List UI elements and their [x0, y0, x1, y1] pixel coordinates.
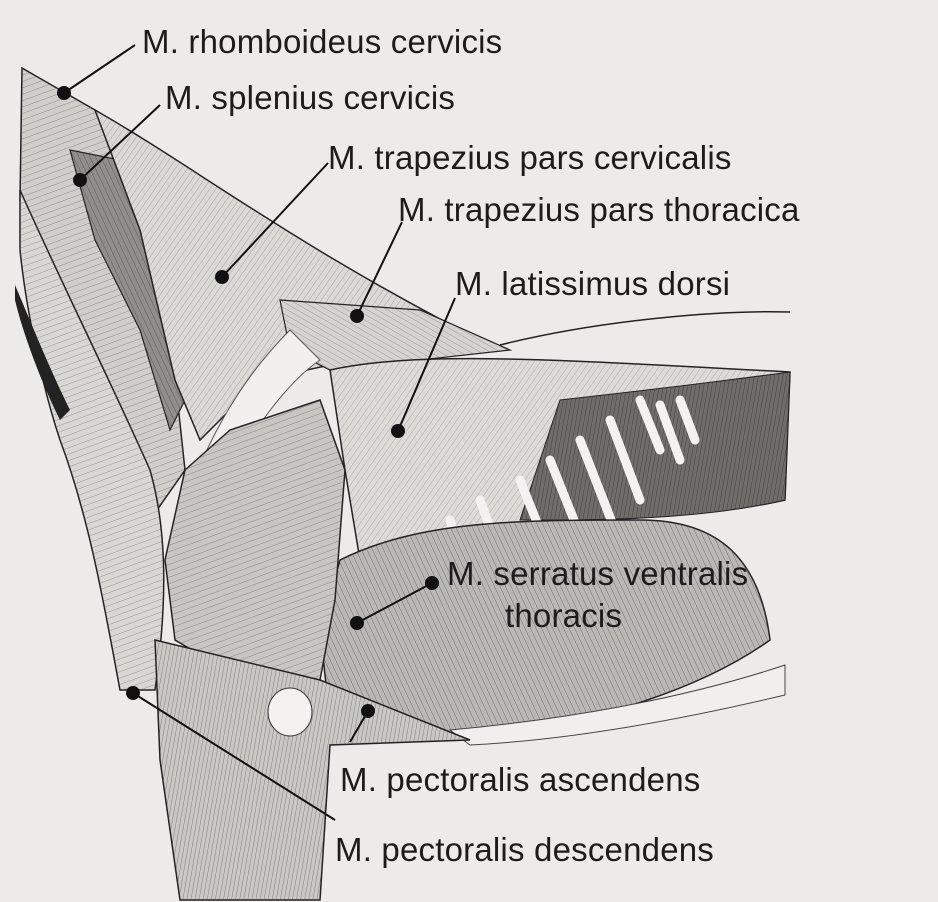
label-trapezius-pars-thoracica: M. trapezius pars thoracica — [398, 192, 800, 228]
label-rhomboideus-cervicis: M. rhomboideus cervicis — [142, 24, 502, 60]
label-trapezius-pars-cervicalis: M. trapezius pars cervicalis — [328, 140, 732, 176]
label-pectoralis-descendens: M. pectoralis descendens — [335, 832, 714, 868]
dorsal-contour — [500, 312, 790, 345]
label-serratus-thoracis: thoracis — [505, 598, 622, 634]
label-pectoralis-ascendens: M. pectoralis ascendens — [340, 762, 700, 798]
triceps-region — [165, 400, 345, 690]
label-splenius-cervicis: M. splenius cervicis — [165, 80, 455, 116]
label-serratus-ventralis: M. serratus ventralis — [447, 556, 748, 592]
label-latissimus-dorsi: M. latissimus dorsi — [455, 266, 730, 302]
